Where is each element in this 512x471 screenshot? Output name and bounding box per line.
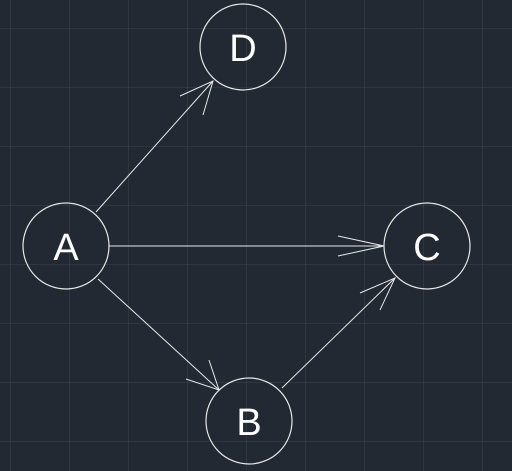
edge-a-to-d [95,80,214,213]
arrow-head [179,80,214,116]
arrow-head [359,277,397,311]
edge-line [281,277,396,389]
edge-line [95,80,214,213]
node-circle [383,202,471,290]
edge-a-to-b [97,278,220,391]
edge-line [97,278,220,391]
edges-layer [95,80,397,391]
edge-b-to-c [281,277,397,389]
node-c: C [383,202,471,290]
node-b: B [205,377,293,465]
node-label: B [236,402,261,444]
node-circle [205,377,293,465]
node-circle [199,3,287,91]
node-label: A [53,227,79,269]
node-circle [22,202,110,290]
nodes-layer: A D C B [22,3,471,465]
node-label: D [229,28,256,70]
node-a: A [22,202,110,290]
node-d: D [199,3,287,91]
edge-a-to-c [109,235,385,257]
node-label: C [413,227,440,269]
